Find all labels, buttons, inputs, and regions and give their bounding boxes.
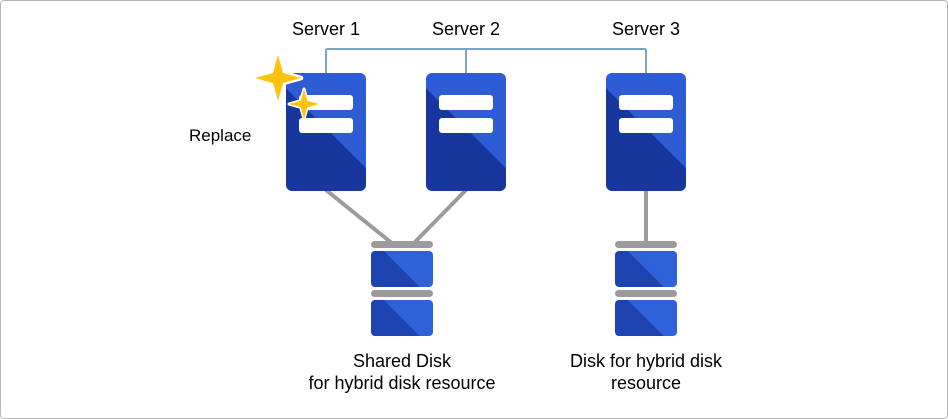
server-slot <box>439 118 493 133</box>
shared-disk-label: Shared Disk for hybrid disk resource <box>308 351 496 393</box>
disk-platter <box>615 251 677 287</box>
server2-shared-disk-line <box>411 188 468 246</box>
disk-platter <box>615 300 677 336</box>
disk-cap <box>615 241 677 248</box>
hybrid-disk-icon <box>615 241 677 337</box>
server2-label: Server 2 <box>431 19 501 39</box>
disk-platter <box>371 251 433 287</box>
replace-label: Replace <box>189 126 252 145</box>
server1-label: Server 1 <box>291 19 361 39</box>
server3-label: Server 3 <box>611 19 681 39</box>
server-slot <box>439 95 493 110</box>
disk-cap <box>371 241 433 248</box>
shared-disk-icon <box>371 241 433 337</box>
disk-cap <box>615 290 677 297</box>
disk-cap <box>371 290 433 297</box>
server-slot <box>619 118 673 133</box>
disk-platter <box>371 300 433 336</box>
server2-icon <box>426 73 506 191</box>
hybrid-disk-label: Disk for hybrid disk resource <box>569 351 723 393</box>
server1-shared-disk-line <box>324 188 395 246</box>
server-slot <box>299 118 353 133</box>
sparkle-icon <box>255 52 321 121</box>
server-slot <box>619 95 673 110</box>
server3-icon <box>606 73 686 191</box>
